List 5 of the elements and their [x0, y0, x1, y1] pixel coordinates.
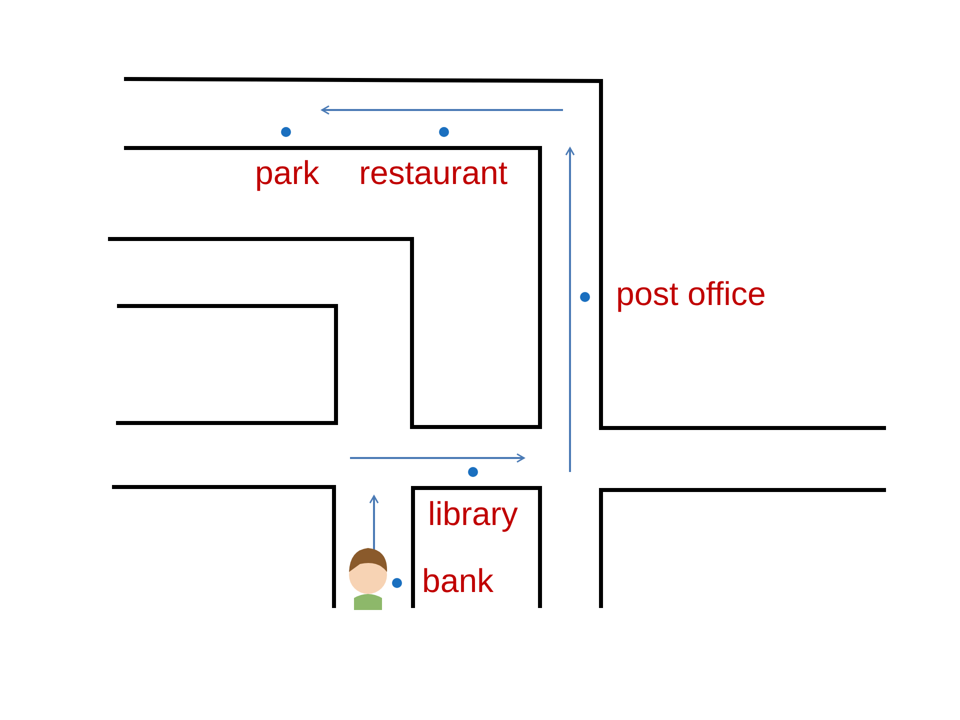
place-name: park [255, 156, 320, 189]
place-name: bank [422, 564, 494, 597]
place-name: library [428, 497, 518, 530]
place-name: post office [616, 277, 766, 310]
place-name: restaurant [359, 156, 508, 189]
